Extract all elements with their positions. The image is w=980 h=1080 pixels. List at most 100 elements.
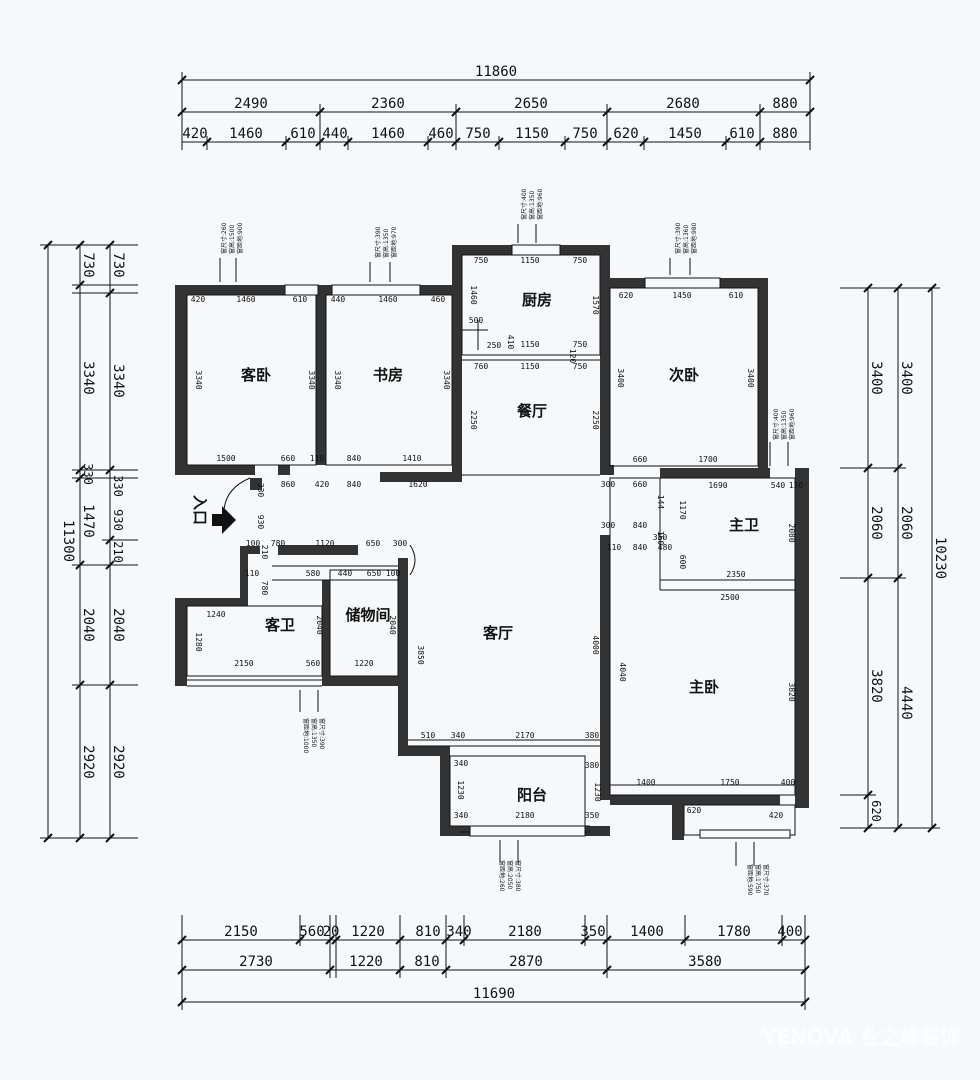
dim-gbath-v-0: 2040 (315, 615, 324, 634)
dim-master-bot-1: 1750 (720, 778, 739, 787)
top-dimensions: 11860 2490 2360 2650 2680 880 420 1460 (177, 64, 815, 150)
dim-guest-top-1: 1460 (236, 295, 255, 304)
room-dining: 餐厅 (517, 402, 547, 420)
dim-master-small-0: 620 (687, 806, 702, 815)
dim-mbath-v-2: 160 (656, 531, 665, 546)
dim-gbath-bot-0: 2150 (234, 659, 253, 668)
dim-guest-side: 3340 (194, 370, 203, 389)
dim-left-o-3: 1470 (80, 504, 96, 538)
dim-gbath-side: 1280 (194, 632, 203, 651)
dim-guest-top-0: 420 (191, 295, 206, 304)
dim-second-bot2-0: 300 (601, 480, 616, 489)
room-study: 书房 (373, 366, 403, 384)
note-kitchen-0: 窗尺寸:400 (520, 188, 528, 220)
dim-hall-6: 300 (393, 539, 408, 548)
dim-entry-5: 480 (658, 543, 673, 552)
walls (175, 245, 809, 840)
dim-top-total: 11860 (475, 64, 517, 80)
dim-study-bot-0: 110 (310, 454, 325, 463)
dim-top-2-8: 750 (572, 126, 597, 142)
dim-top-1-4: 880 (772, 96, 797, 112)
dim-bot-total: 11690 (473, 986, 515, 1002)
dim-left-i-5: 2040 (110, 608, 126, 642)
dim-gbath-row-0: 580 (306, 569, 321, 578)
dim-right-i-2: 4440 (898, 686, 914, 720)
dim-bot-1-0: 2150 (224, 924, 258, 940)
dim-second-top-0: 620 (619, 291, 634, 300)
room-master-bath: 主卫 (729, 516, 759, 534)
dim-left-o-1: 3340 (80, 361, 96, 395)
dim-left-i-6: 2920 (110, 745, 126, 779)
dim-second-bot-1: 1700 (698, 455, 717, 464)
entrance-arrow-icon (212, 506, 236, 534)
dim-kitchen-mid-1: 250 (487, 341, 502, 350)
dim-master-bot-0: 1400 (636, 778, 655, 787)
dim-study-bot-1: 840 (347, 454, 362, 463)
dim-hall-1: 930 (256, 515, 265, 530)
dim-bot-1-8: 1400 (630, 924, 664, 940)
note-second-2: 窗距地:980 (690, 222, 698, 254)
dim-balc-2: 340 (454, 811, 469, 820)
dim-balc-5: 1230 (593, 782, 602, 801)
note-guest-2: 窗距地:900 (236, 222, 244, 254)
dim-entry-3: 110 (607, 543, 622, 552)
dim-kitchen-mid-3: 1150 (520, 340, 539, 349)
dim-balc-4: 350 (585, 811, 600, 820)
dim-second-top-1: 1450 (672, 291, 691, 300)
dim-right-o-2: 3820 (868, 669, 884, 703)
dim-living-right: 4000 (591, 635, 600, 654)
dim-left-i-4: 210 (111, 541, 125, 563)
dim-living-bot-3: 380 (585, 731, 600, 740)
dim-left-o-0: 730 (80, 252, 96, 277)
dim-master-bot-2: 400 (781, 778, 796, 787)
dim-top-1-0: 2490 (234, 96, 268, 112)
note-guest-0: 窗尺寸:260 (220, 222, 228, 254)
note-second-0: 窗尺寸:390 (674, 222, 682, 254)
dim-kitchen-mid-4: 750 (573, 340, 588, 349)
dim-kitchen-left: 1460 (469, 285, 478, 304)
note-balcony-0: 窗尺寸:380 (514, 860, 522, 892)
dim-bot-1-2: 20 (323, 924, 340, 940)
dim-gbath-row-3: 100 (386, 569, 401, 578)
room-guest-bath: 客卫 (264, 616, 295, 634)
dim-right-i-1: 2060 (898, 506, 914, 540)
note-master-2: 窗距地:590 (746, 864, 754, 896)
note-mbath-1: 窗高:1350 (780, 411, 788, 440)
watermark-logo: YENOVA 业之峰装饰 (761, 1025, 960, 1049)
note-balcony-2: 窗距地:260 (498, 860, 506, 892)
dim-bot-2-1: 1220 (349, 954, 383, 970)
room-balcony: 阳台 (517, 786, 547, 804)
note-study-2: 窗距地:970 (390, 226, 398, 258)
dim-left-o-5: 2920 (80, 745, 96, 779)
dim-master-small-1: 420 (769, 811, 784, 820)
dim-top-2-6: 750 (465, 126, 490, 142)
dim-guest-side-r: 3340 (307, 370, 316, 389)
bottom-dimensions: 2150 560 20 1220 810 340 2180 350 1400 1… (177, 915, 810, 1010)
dim-left-i-1: 3340 (110, 364, 126, 398)
note-mbath-2: 窗距地:960 (788, 408, 796, 440)
dim-mbath-side: 2080 (787, 523, 796, 542)
dim-bot-1-9: 1780 (717, 924, 751, 940)
dim-hall-5: 650 (366, 539, 381, 548)
dim-bot-1-3: 1220 (351, 924, 385, 940)
dim-second-top-2: 610 (729, 291, 744, 300)
note-study-1: 窗高:1350 (382, 229, 390, 258)
dim-study-bot-2: 1410 (402, 454, 421, 463)
dim-balc-0: 340 (454, 759, 469, 768)
dim-top-2-3: 440 (322, 126, 347, 142)
dim-bot-2-2: 810 (414, 954, 439, 970)
dim-kitchen-mid2-2: 750 (573, 362, 588, 371)
dim-dining-left: 2250 (469, 410, 478, 429)
dim-mbath-top-2: 120 (789, 481, 804, 490)
dim-bot-1-7: 350 (580, 924, 605, 940)
dim-guest-top-2: 610 (293, 295, 308, 304)
dim-top-2-11: 610 (729, 126, 754, 142)
dim-kitchen-mid-5: 120 (568, 349, 577, 364)
note-gbath-1: 窗高:1350 (310, 718, 318, 747)
dim-study-top-1: 1460 (378, 295, 397, 304)
note-gbath-0: 窗尺寸:390 (318, 718, 326, 750)
dim-right-o-3: 620 (869, 800, 883, 822)
note-study-0: 窗尺寸:390 (374, 226, 382, 258)
dim-entry-4: 840 (633, 543, 648, 552)
